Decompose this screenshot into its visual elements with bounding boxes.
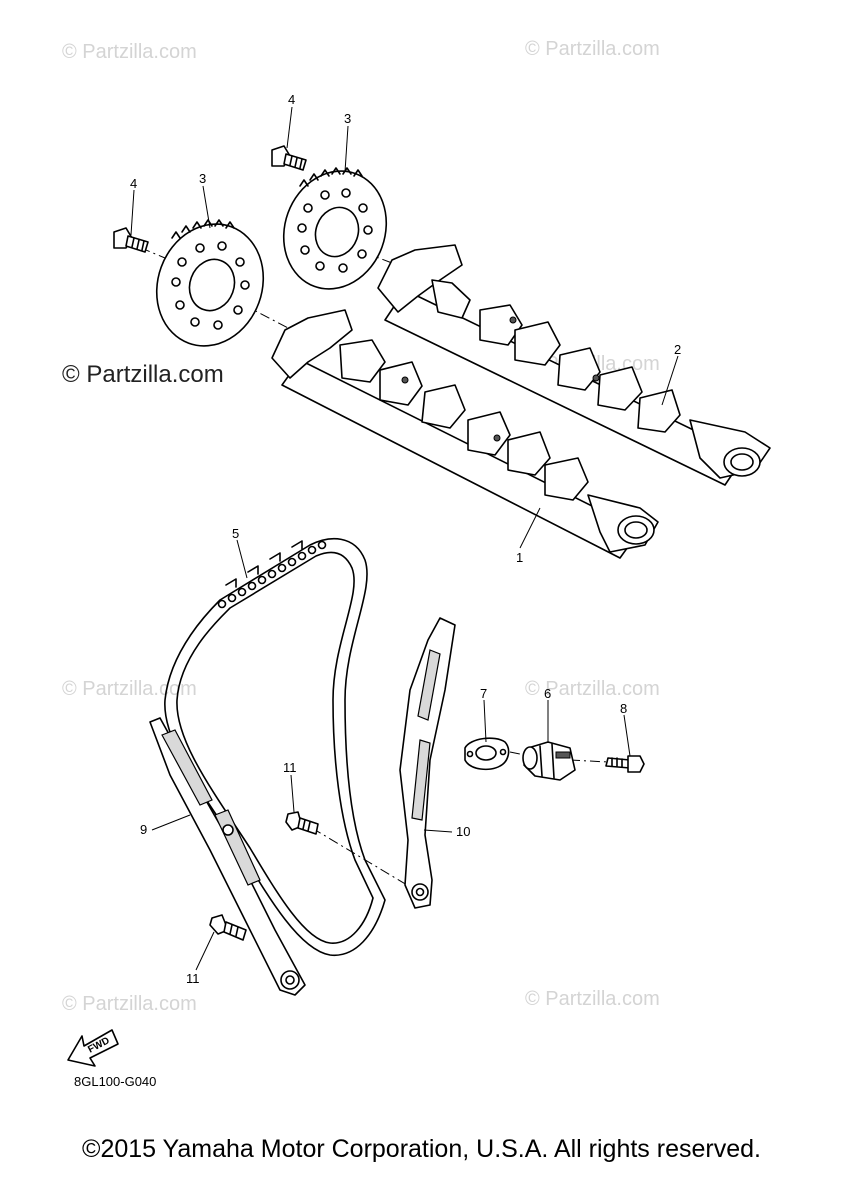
leader-4-left — [130, 189, 135, 236]
watermark-top-right: © Partzilla.com — [525, 38, 660, 60]
leader-11-lower — [195, 931, 215, 971]
leader-4-right — [286, 106, 293, 149]
leader-10 — [423, 829, 453, 833]
watermark-top-left: © Partzilla.com — [62, 41, 197, 63]
alignment-line-tensioner — [509, 751, 526, 756]
gasket — [464, 737, 510, 771]
watermark-lower-right: © Partzilla.com — [525, 678, 660, 700]
fwd-arrow-icon: FWD — [67, 1029, 119, 1067]
chain-guide-right — [399, 617, 456, 909]
copyright-notice: ©2015 Yamaha Motor Corporation, U.S.A. A… — [82, 1135, 761, 1163]
callout-8: 8 — [620, 701, 627, 716]
guide-bolt-lower — [209, 914, 247, 941]
leader-7 — [483, 699, 487, 743]
sprocket-left — [155, 219, 265, 347]
leader-2 — [661, 355, 679, 406]
leader-9 — [151, 814, 191, 831]
callout-7: 7 — [480, 686, 487, 701]
leader-8 — [623, 714, 631, 757]
leader-5 — [236, 539, 248, 579]
callout-2: 2 — [674, 342, 681, 357]
watermark-prominent: © Partzilla.com — [62, 361, 224, 388]
callout-1: 1 — [516, 550, 523, 565]
camshaft-upper — [377, 244, 771, 486]
leader-3-right — [344, 125, 349, 173]
alignment-line-guide-bolt — [311, 827, 413, 889]
callout-3-left: 3 — [199, 171, 206, 186]
leader-1 — [519, 507, 541, 549]
leader-11-upper — [290, 774, 295, 813]
sprocket-right — [282, 167, 388, 290]
chain-guide-left — [149, 717, 306, 996]
diagram-code: 8GL100-G040 — [74, 1074, 156, 1089]
guide-bolt-upper — [285, 811, 319, 835]
callout-5: 5 — [232, 526, 239, 541]
cam-chain — [164, 538, 386, 956]
watermark-bottom-right: © Partzilla.com — [525, 988, 660, 1010]
callout-4-left: 4 — [130, 176, 137, 191]
callout-11-lower: 11 — [186, 971, 200, 986]
callout-10: 10 — [456, 824, 470, 839]
callout-3-right: 3 — [344, 111, 351, 126]
leader-3-left — [202, 185, 211, 229]
tensioner-assembly — [522, 741, 576, 781]
bolt-right — [271, 145, 307, 171]
alignment-line-sprocket-left — [224, 294, 293, 331]
callout-11-upper: 11 — [283, 760, 297, 775]
tensioner-bolt — [605, 755, 645, 773]
callout-4-right: 4 — [288, 92, 295, 107]
callout-9: 9 — [140, 822, 147, 837]
camshaft-lower — [271, 309, 659, 559]
bolt-left — [113, 227, 149, 253]
callout-6: 6 — [544, 686, 551, 701]
watermark-lower-left: © Partzilla.com — [62, 678, 197, 700]
alignment-line-tensioner-bolt — [569, 759, 609, 763]
watermark-bottom-left: © Partzilla.com — [62, 993, 197, 1015]
